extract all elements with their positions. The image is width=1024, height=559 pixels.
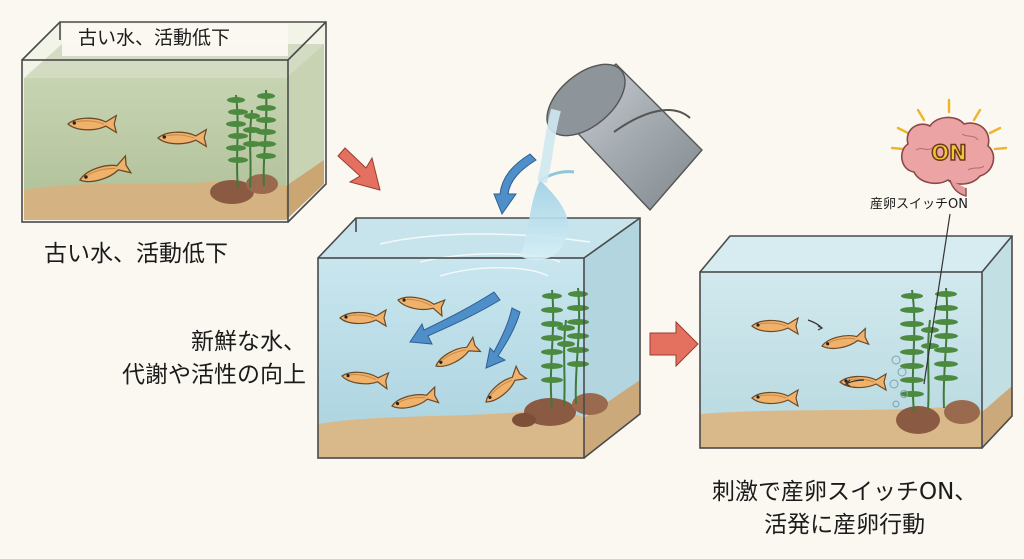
fresh-water-label-line1: 新鮮な水、 (191, 329, 306, 355)
old-water-tank (21, 21, 327, 223)
result-label: 刺激で産卵スイッチON、 活発に産卵行動 (712, 476, 977, 543)
fresh-water-label: 新鮮な水、 代謝や活性の向上 (122, 326, 306, 393)
spawning-switch-label: 産卵スイッチON (870, 197, 968, 212)
spawning-tank (699, 235, 1013, 449)
fresh-water-label-line2: 代謝や活性の向上 (122, 362, 306, 389)
brain-on-badge: ON (931, 140, 968, 166)
bucket-icon (520, 63, 703, 260)
result-label-line1: 刺激で産卵スイッチON、 (712, 479, 978, 505)
old-water-tank-caption: 古い水、活動低下 (78, 27, 231, 49)
stone-icon (210, 174, 278, 204)
stone-icon (512, 393, 608, 427)
stone-icon (896, 400, 980, 434)
fresh-water-tank (317, 153, 641, 459)
flow-arrow-icon (409, 153, 537, 369)
brain-icon (890, 98, 1008, 197)
old-water-label: 古い水、活動低下 (44, 241, 228, 267)
arrow-icon (337, 147, 699, 368)
result-label-line2: 活発に産卵行動 (764, 512, 926, 539)
